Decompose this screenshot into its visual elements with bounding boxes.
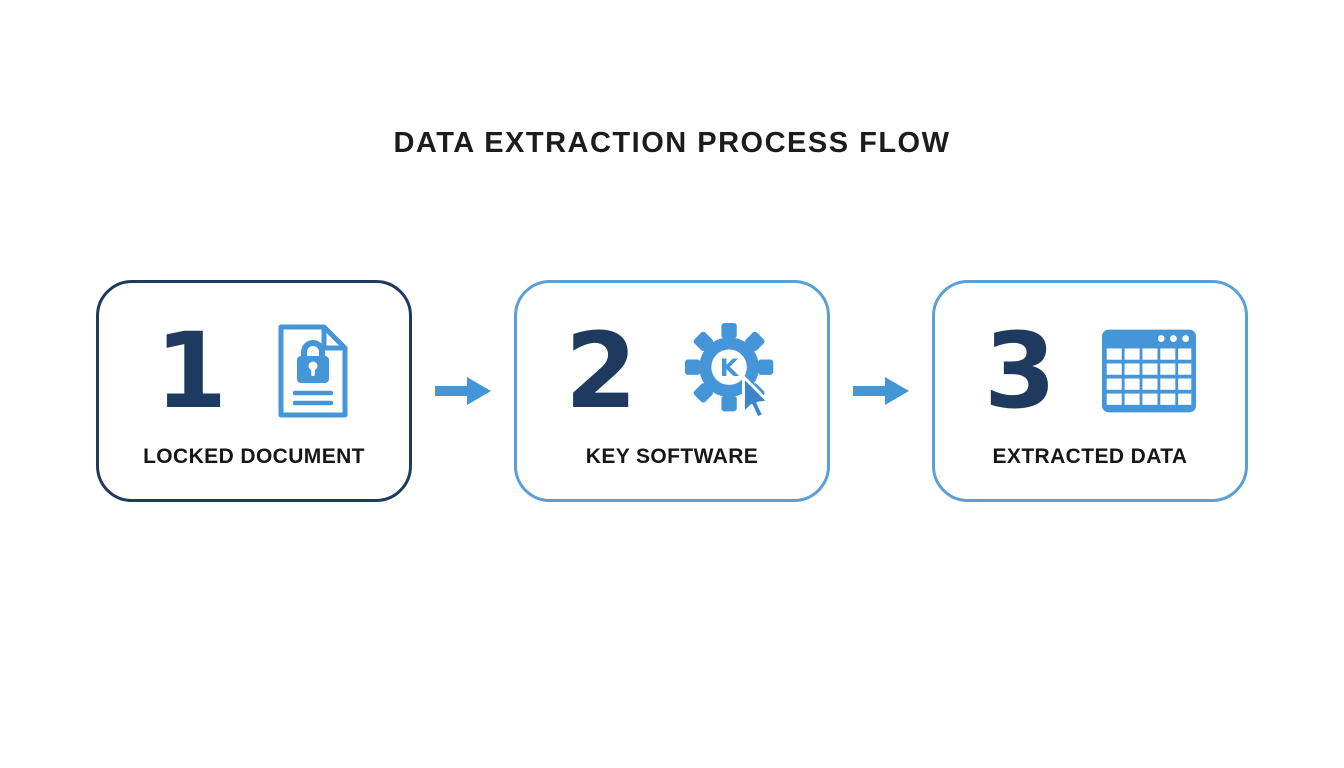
process-flow: 1 LOCKED DOCUMENT [0,280,1344,502]
flow-arrow-icon [853,373,909,409]
step-2-label: KEY SOFTWARE [585,445,759,468]
step-3-number: 3 [983,310,1057,432]
step-3-content: 3 [983,310,1197,432]
step-3-label: EXTRACTED DATA [992,445,1188,468]
step-box-key-software: 2 [514,280,830,502]
diagram-title: DATA EXTRACTION PROCESS FLOW [393,127,951,159]
step-1-label: LOCKED DOCUMENT [143,445,365,468]
step-1-number: 1 [154,310,228,432]
data-table-icon [1102,329,1197,413]
step-2-number: 2 [564,310,638,432]
step-box-locked-document: 1 LOCKED DOCUMENT [96,280,412,502]
gear-key-cursor-icon: K [683,321,779,421]
locked-document-icon [273,322,353,420]
flow-arrow-icon [435,373,491,409]
step-2-content: 2 [565,313,779,429]
step-1-content: 1 [155,313,353,429]
step-box-extracted-data: 3 EXTRACT [932,280,1248,502]
gear-letter: K [720,354,740,382]
